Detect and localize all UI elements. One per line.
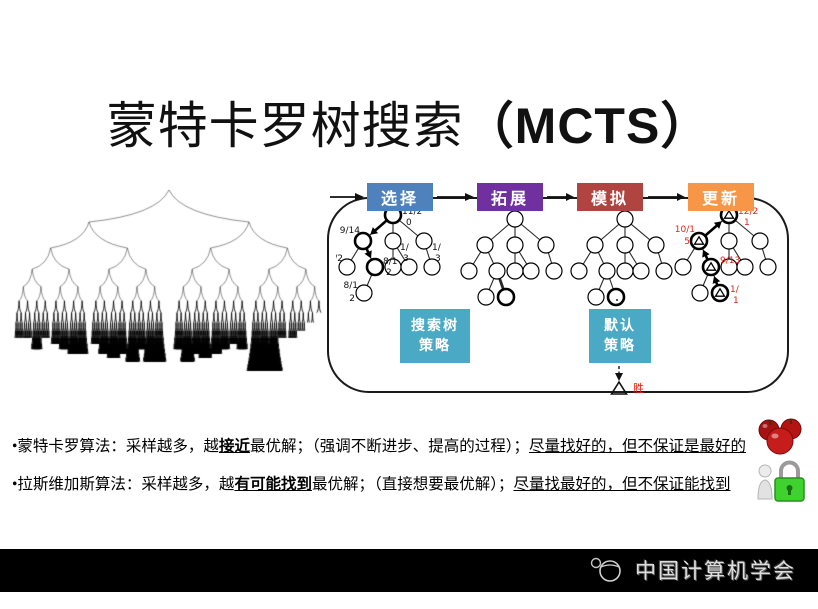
svg-text:1/: 1/ (432, 243, 442, 253)
stage-simulation: 模拟 (577, 183, 643, 211)
default-policy-line1: 默认 (604, 317, 636, 334)
bullet-emphasis: 接近 (218, 438, 250, 455)
svg-text:9/14: 9/14 (340, 226, 360, 236)
svg-text:3: 3 (403, 254, 409, 264)
svg-text:1: 1 (744, 218, 750, 228)
mcts-tree-visualization (4, 186, 334, 396)
svg-text:2: 2 (349, 294, 355, 304)
padlock-image (757, 460, 805, 502)
footer-brand: 中国计算机学会 (586, 555, 796, 585)
svg-text:0: 0 (406, 218, 412, 228)
default-policy-box: 默认 策略 (589, 309, 651, 363)
tree-policy-box: 搜索树 策略 (400, 309, 470, 363)
bullet-underlined-tail: 尽量找最好的，但不保证能找到 (513, 476, 731, 493)
mcts-loop-outline (327, 197, 789, 393)
bullet-las-vegas: •拉斯维加斯算法：采样越多，越有可能找到最优解；（直接想要最优解）；尽量找最好的… (12, 472, 730, 494)
simulation-result-label: 胜 (633, 383, 644, 395)
title-en: （MCTS） (463, 98, 712, 154)
simulation-tree (570, 210, 673, 307)
svg-text:9/13: 9/13 (720, 256, 740, 266)
bullet-text: •蒙特卡罗算法：采样越多，越 (12, 438, 219, 455)
svg-text:5: 5 (684, 237, 690, 247)
footer-bar: 中国计算机学会 (0, 549, 818, 592)
stage-expansion: 拓展 (477, 183, 543, 211)
expansion-tree (460, 210, 563, 307)
tree-policy-line2: 策略 (419, 337, 451, 353)
svg-text:8/1: 8/1 (344, 281, 358, 291)
stage-update: 更新 (688, 183, 754, 211)
bullet-text: 最优解；（强调不断进步、提高的过程）； (249, 438, 529, 455)
footer-organization: 中国计算机学会 (635, 560, 796, 583)
page-title: 蒙特卡罗树搜索（MCTS） (0, 86, 818, 158)
bullet-emphasis: 有可能找到 (234, 476, 312, 493)
svg-text:12/2: 12/2 (738, 207, 758, 217)
tree-policy-line1: 搜索树 (411, 317, 459, 334)
bullet-text: •拉斯维加斯算法：采样越多，越 (12, 476, 235, 493)
stage-selection: 选择 (367, 183, 433, 211)
apples-image (758, 418, 802, 455)
default-policy-line2: 策略 (604, 337, 636, 353)
svg-text:1: 1 (733, 296, 739, 306)
title-zh: 蒙特卡罗树搜索 (106, 98, 464, 154)
svg-text:1/: 1/ (730, 285, 740, 295)
svg-text:8/1: 8/1 (383, 257, 397, 267)
bullet-monte-carlo: •蒙特卡罗算法：采样越多，越接近最优解；（强调不断进步、提高的过程）；尽量找好的… (12, 434, 746, 456)
svg-text:10/1: 10/1 (675, 225, 695, 235)
svg-text:3: 3 (435, 254, 441, 264)
bullet-underlined-tail: 尽量找好的，但不保证是最好的 (528, 438, 746, 455)
ccf-logo-icon (590, 557, 621, 582)
svg-text:1/: 1/ (400, 243, 410, 253)
bullet-text: 最优解；（直接想要最优解）； (311, 476, 514, 493)
svg-text:2: 2 (386, 268, 392, 278)
selection-tree: 11/209/141/31/31/28/128/12 (336, 205, 442, 304)
svg-text:11/2: 11/2 (402, 207, 422, 217)
svg-text:1/2: 1/2 (336, 254, 343, 264)
